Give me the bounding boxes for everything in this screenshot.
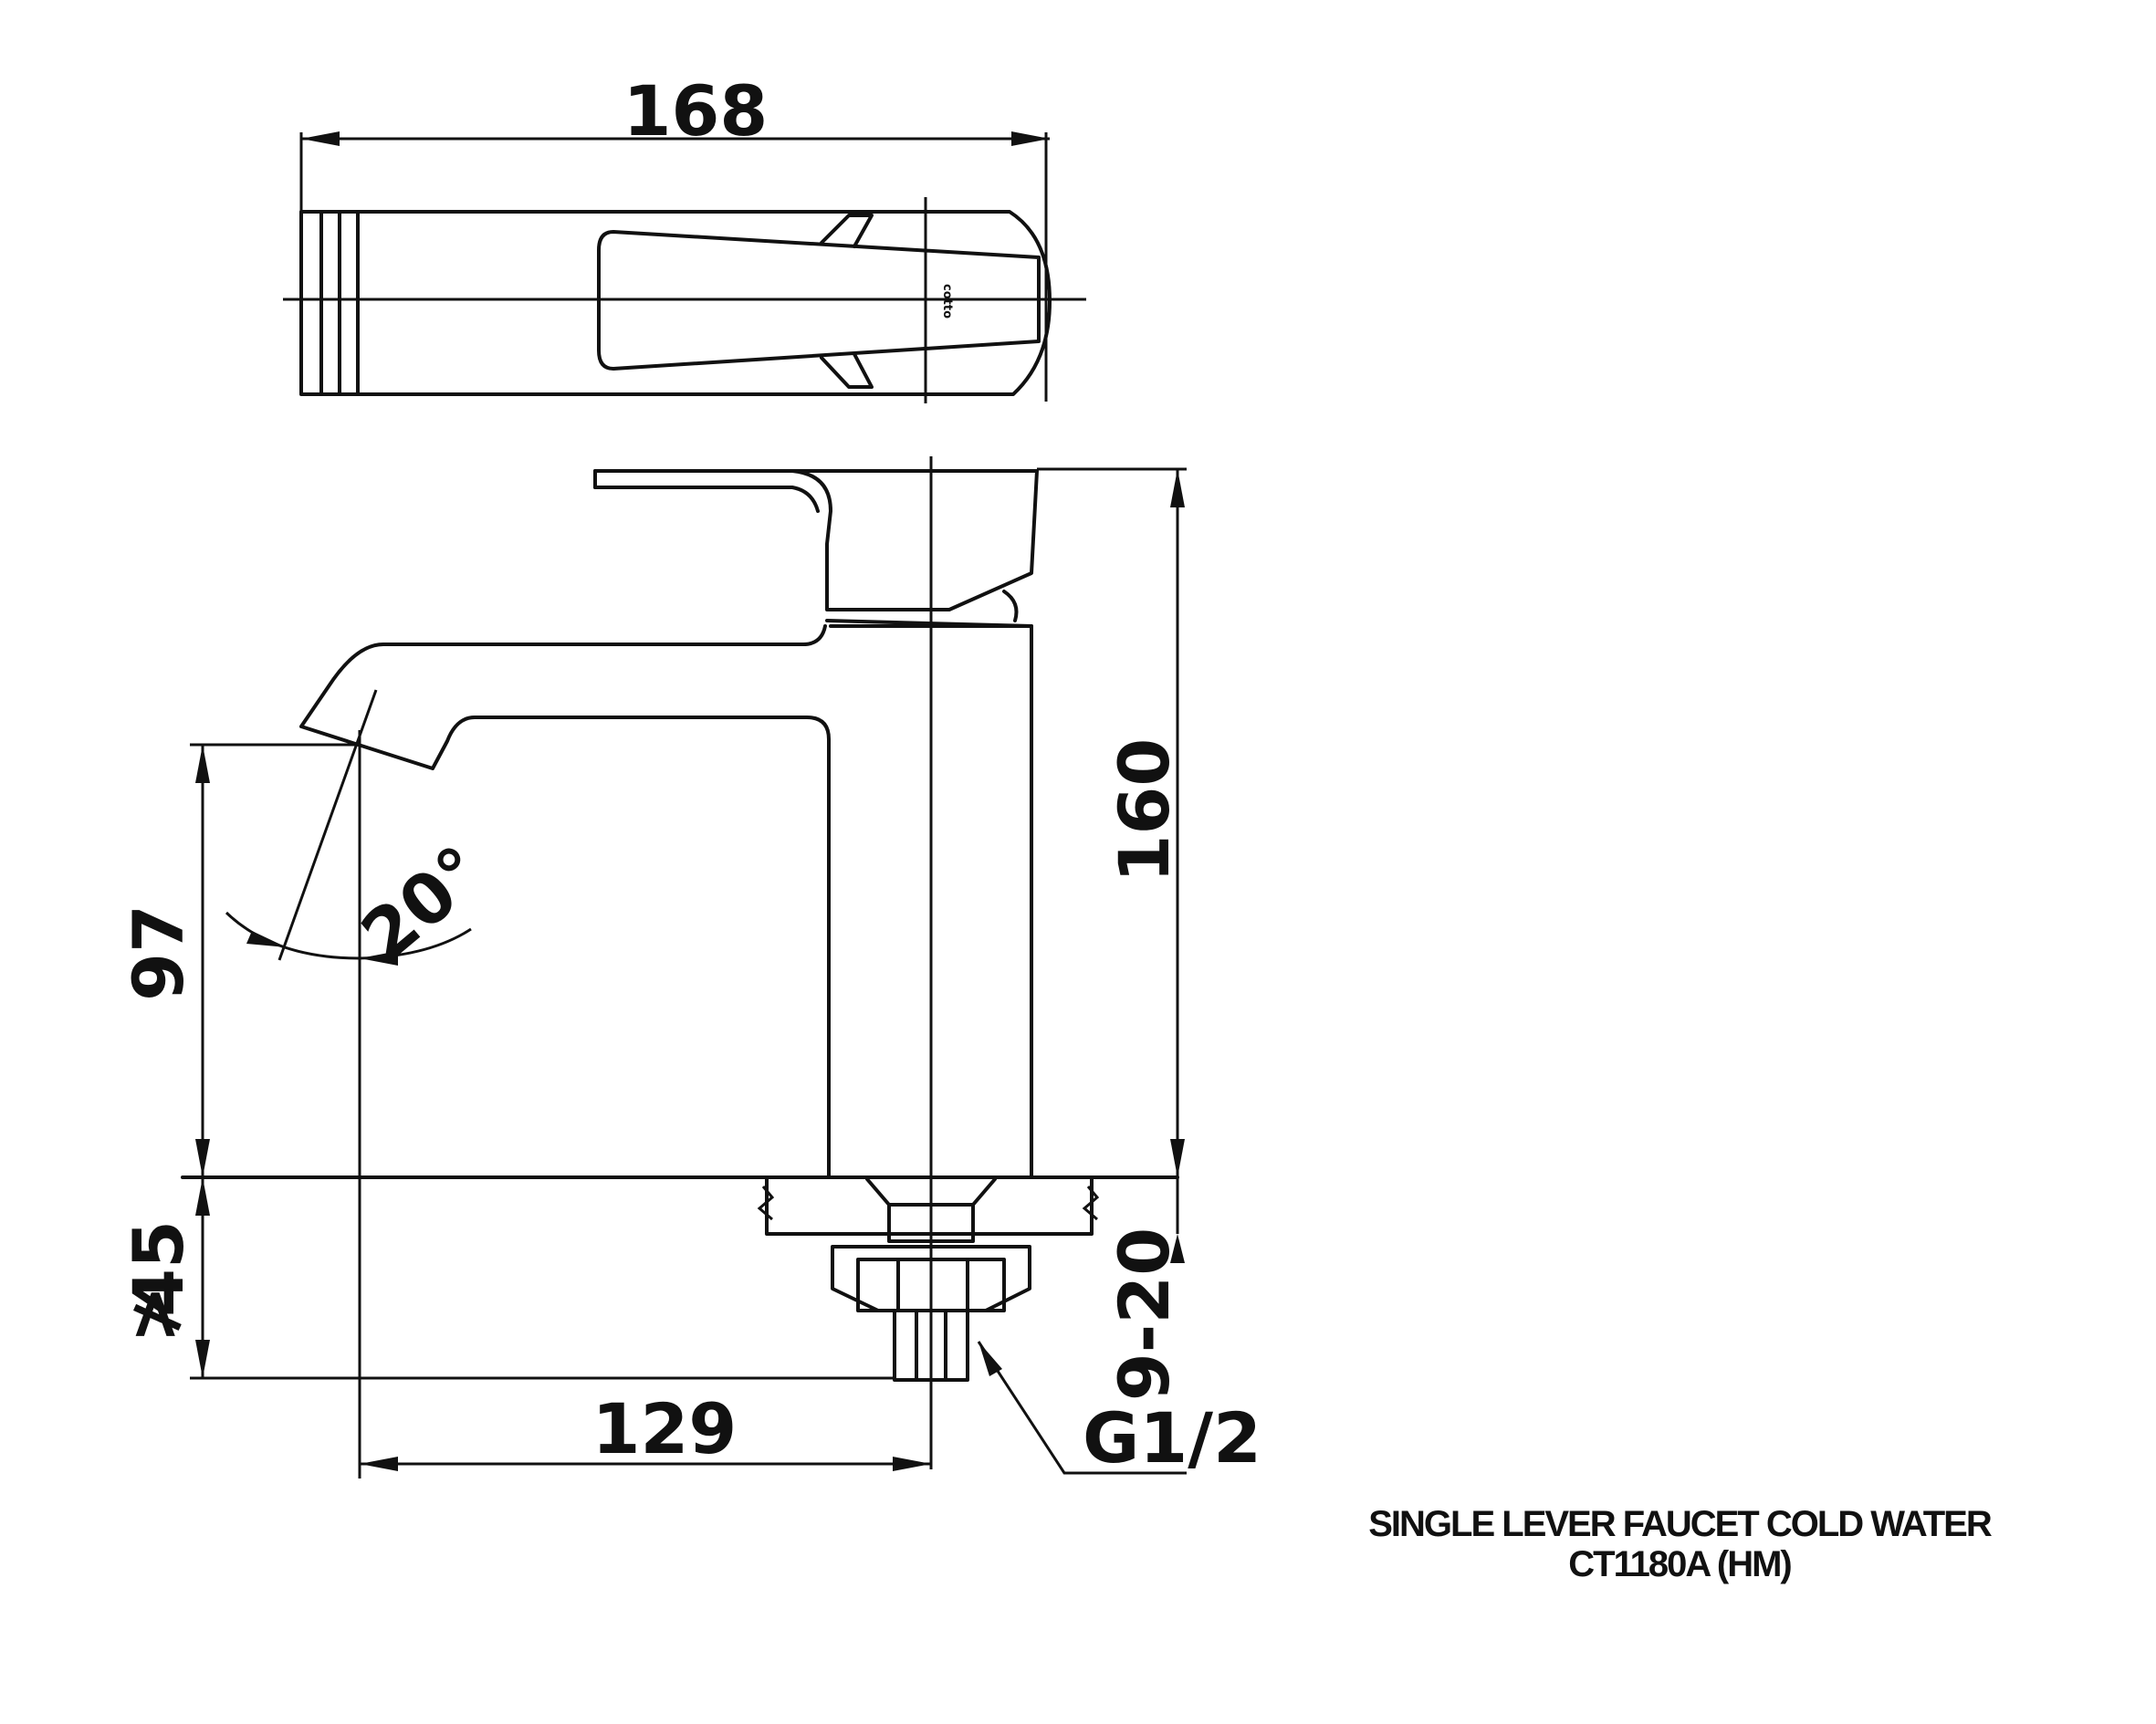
arrow-9-20 <box>1170 1234 1185 1263</box>
arrow-top-45 <box>195 1177 210 1216</box>
top-lever-notch-1 <box>820 214 874 248</box>
counter-bottom <box>765 1175 1094 1236</box>
dim-97-label: 97 <box>118 904 199 1001</box>
top-lever <box>597 230 1041 371</box>
shank-thread <box>893 1309 969 1382</box>
arrow-bottom-45 <box>195 1340 210 1378</box>
side-view: 160 9-20 97 45 ≯ 20° 129 G1/2 <box>112 456 1261 1478</box>
dim-168-label: 168 <box>623 70 769 152</box>
break-right <box>1082 1186 1100 1221</box>
dim-45-label: 45 <box>118 1220 199 1317</box>
arrow-top-97 <box>195 745 210 783</box>
arrow-bottom-160 <box>1170 1139 1185 1177</box>
arrow-left-129 <box>360 1457 398 1471</box>
arrow-top-160 <box>1170 469 1185 507</box>
spout-angled-axis <box>277 689 378 961</box>
angle-label: 20° <box>346 830 498 977</box>
arrow-left-168 <box>301 131 340 146</box>
body-outline <box>299 624 1033 1179</box>
thread-label: G1/2 <box>1083 1397 1261 1478</box>
top-lever-notch-2 <box>820 352 874 389</box>
arrow-bottom-97 <box>195 1139 210 1177</box>
arrow-right-168 <box>1011 131 1050 146</box>
lever-inner <box>593 486 820 513</box>
arrow-angle-right <box>360 951 398 966</box>
shank-upper <box>887 1203 975 1243</box>
dim-9-20-label: 9-20 <box>1104 1228 1185 1401</box>
dim-129-label: 129 <box>592 1388 738 1469</box>
body-top-cap <box>825 619 1033 628</box>
lever-hinge <box>1002 590 1019 622</box>
title-line-1: SINGLE LEVER FAUCET COLD WATER <box>1368 1504 1993 1544</box>
title-line-2: CT1180A (HM) <box>1568 1544 1792 1584</box>
logo-text: cotto <box>940 284 954 319</box>
dim-45-prefix: ≯ <box>112 1285 194 1343</box>
top-view: 168 cotto <box>283 70 1086 403</box>
arrow-right-129 <box>893 1457 931 1471</box>
thread-leader-arrow <box>979 1342 1002 1376</box>
lever-outline <box>593 469 1039 611</box>
dim-160-label: 160 <box>1104 738 1185 883</box>
arrow-angle-left <box>246 931 287 947</box>
top-body-outline <box>299 210 1052 396</box>
thread-leader <box>977 1341 1187 1475</box>
break-left <box>757 1186 775 1221</box>
